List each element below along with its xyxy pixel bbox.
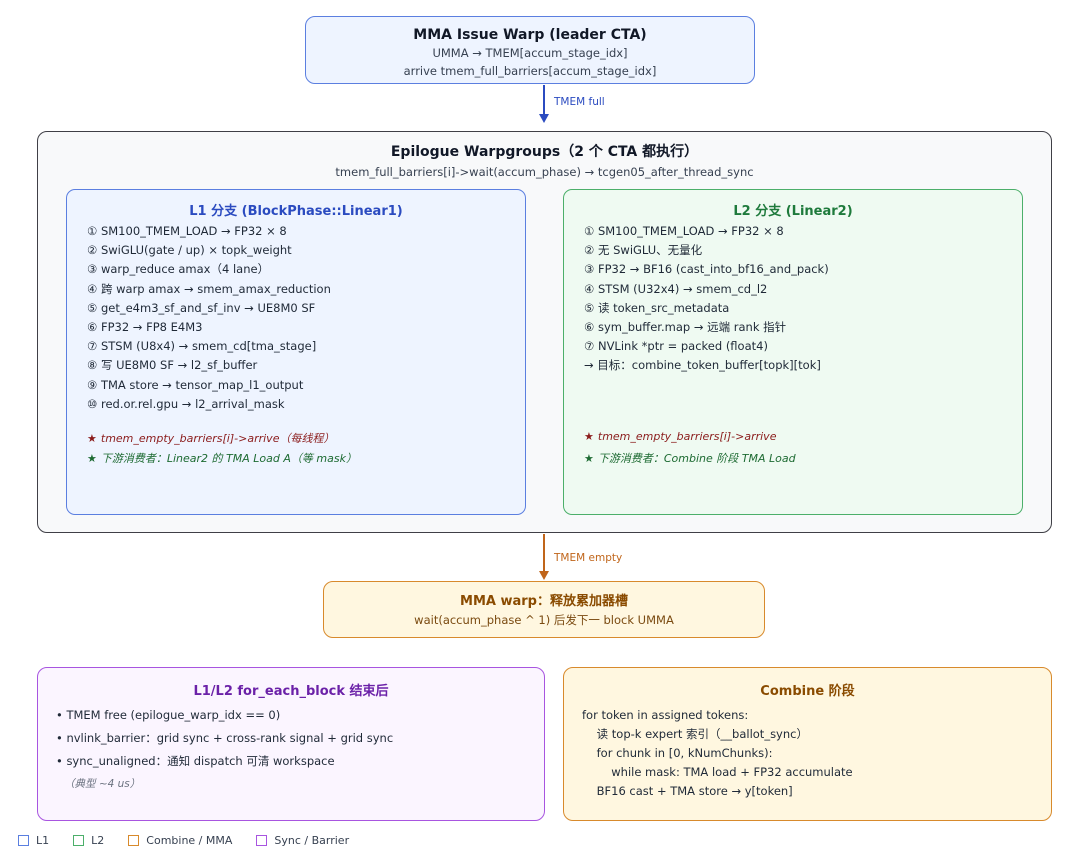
legend-swatch: [73, 834, 85, 846]
after-block-node: L1/L2 for_each_block 结束后 • TMEM free (ep…: [37, 667, 545, 821]
star-icon: ★: [87, 432, 97, 445]
l2-step-list: ① SM100_TMEM_LOAD → FP32 × 8 ② 无 SwiGLU、…: [584, 222, 829, 376]
legend-item-l2: L2: [73, 834, 104, 847]
epilogue-warpgroups-container: Epilogue Warpgroups（2 个 CTA 都执行） tmem_fu…: [37, 131, 1052, 533]
l1-step: ⑥ FP32 → FP8 E4M3: [87, 319, 203, 334]
l1-branch-node: L1 分支 (BlockPhase::Linear1) ① SM100_TMEM…: [66, 189, 526, 515]
combine-line: while mask: TMA load + FP32 accumulate: [582, 765, 853, 779]
after-block-note: （典型 ~4 us）: [64, 778, 141, 790]
mma-warp-release-node: MMA warp：释放累加器槽 wait(accum_phase ^ 1) 后发…: [323, 581, 765, 638]
mma-issue-line-1: UMMA → TMEM[accum_stage_idx]: [432, 46, 628, 60]
l2-step: ④ STSM (U32x4) → smem_cd_l2: [584, 281, 768, 296]
arrow-tmem-empty-head: [539, 571, 549, 580]
l2-step: ③ FP32 → BF16 (cast_into_bf16_and_pack): [584, 262, 829, 277]
mma-release-subtitle: wait(accum_phase ^ 1) 后发下一 block UMMA: [414, 613, 674, 627]
legend-label: Sync / Barrier: [274, 833, 350, 847]
star-icon: ★: [584, 430, 594, 443]
l2-step: ① SM100_TMEM_LOAD → FP32 × 8: [584, 224, 784, 238]
mma-release-title: MMA warp：释放累加器槽: [460, 594, 628, 609]
l1-step: ⑨ TMA store → tensor_map_l1_output: [87, 377, 304, 392]
l2-branch-title: L2 分支 (Linear2): [733, 204, 853, 219]
l2-step: ⑦ NVLink *ptr = packed (float4): [584, 339, 768, 354]
after-block-list: • TMEM free (epilogue_warp_idx == 0) • n…: [56, 704, 393, 773]
l1-step: ⑩ red.or.rel.gpu → l2_arrival_mask: [87, 396, 285, 411]
after-block-item: • nvlink_barrier：grid sync + cross-rank …: [56, 731, 394, 745]
arrow-tmem-full-shaft: [543, 85, 545, 115]
l2-step: ⑤ 读 token_src_metadata: [584, 300, 730, 315]
legend-swatch: [128, 834, 140, 846]
l1-branch-title: L1 分支 (BlockPhase::Linear1): [189, 204, 403, 219]
after-block-item: • TMEM free (epilogue_warp_idx == 0): [56, 708, 281, 722]
arrow-tmem-empty-label: TMEM empty: [554, 552, 623, 564]
legend-swatch: [18, 834, 29, 846]
combine-line: for chunk in [0, kNumChunks):: [582, 746, 773, 760]
legend: L1 L2 Combine / MMA Sync / Barrier: [18, 833, 373, 847]
l1-step: ⑦ STSM (U8x4) → smem_cd[tma_stage]: [87, 339, 317, 354]
l1-step: ⑤ get_e4m3_sf_and_sf_inv → UE8M0 SF: [87, 300, 316, 315]
combine-line: BF16 cast + TMA store → y[token]: [582, 784, 793, 798]
after-block-title: L1/L2 for_each_block 结束后: [193, 684, 389, 699]
epilogue-subtitle: tmem_full_barriers[i]->wait(accum_phase)…: [335, 165, 754, 179]
mma-issue-line-2: arrive tmem_full_barriers[accum_stage_id…: [403, 64, 657, 78]
l1-step: ④ 跨 warp amax → smem_amax_reduction: [87, 281, 331, 296]
l2-empty-barrier-text: tmem_empty_barriers[i]->arrive: [597, 430, 777, 443]
l1-step: ② SwiGLU(gate / up) × topk_weight: [87, 243, 292, 258]
legend-label: L2: [91, 833, 105, 847]
l2-empty-barrier-note: ★tmem_empty_barriers[i]->arrive: [584, 430, 776, 443]
legend-label: L1: [36, 833, 50, 847]
combine-line: for token in assigned tokens:: [582, 708, 749, 722]
combine-code: for token in assigned tokens: 读 top-k ex…: [582, 706, 853, 801]
legend-swatch: [256, 834, 268, 846]
arrow-tmem-full-label: TMEM full: [554, 96, 605, 108]
l2-step: ② 无 SwiGLU、无量化: [584, 243, 703, 258]
l1-consumer-note: ★下游消费者：Linear2 的 TMA Load A（等 mask）: [87, 450, 357, 466]
l2-consumer-note: ★下游消费者：Combine 阶段 TMA Load: [584, 450, 796, 466]
combine-title: Combine 阶段: [760, 684, 855, 699]
l2-step: → 目标：combine_token_buffer[topk][tok]: [584, 358, 821, 373]
legend-label: Combine / MMA: [146, 833, 233, 847]
l2-branch-node: L2 分支 (Linear2) ① SM100_TMEM_LOAD → FP32…: [563, 189, 1023, 515]
l1-step-list: ① SM100_TMEM_LOAD → FP32 × 8 ② SwiGLU(ga…: [87, 222, 331, 414]
after-block-item: • sync_unaligned：通知 dispatch 可清 workspac…: [56, 754, 335, 768]
l1-step: ③ warp_reduce amax（4 lane）: [87, 262, 270, 277]
legend-item-l1: L1: [18, 834, 49, 847]
combine-stage-node: Combine 阶段 for token in assigned tokens:…: [563, 667, 1052, 821]
arrow-tmem-empty-shaft: [543, 534, 545, 572]
l1-step: ⑧ 写 UE8M0 SF → l2_sf_buffer: [87, 358, 258, 373]
star-icon: ★: [87, 452, 97, 465]
mma-issue-title: MMA Issue Warp (leader CTA): [413, 27, 647, 43]
l1-empty-barrier-text: tmem_empty_barriers[i]->arrive（每线程）: [100, 432, 335, 445]
l2-consumer-text: 下游消费者：Combine 阶段 TMA Load: [597, 452, 796, 465]
l1-empty-barrier-note: ★tmem_empty_barriers[i]->arrive（每线程）: [87, 430, 334, 446]
l2-step: ⑥ sym_buffer.map → 远端 rank 指针: [584, 319, 787, 334]
arrow-tmem-full-head: [539, 114, 549, 123]
star-icon: ★: [584, 452, 594, 465]
l1-step: ① SM100_TMEM_LOAD → FP32 × 8: [87, 224, 287, 238]
legend-item-sync-barrier: Sync / Barrier: [256, 834, 349, 847]
mma-issue-warp-node: MMA Issue Warp (leader CTA) UMMA → TMEM[…: [305, 16, 755, 84]
epilogue-title: Epilogue Warpgroups（2 个 CTA 都执行）: [390, 144, 699, 160]
legend-item-combine-mma: Combine / MMA: [128, 834, 232, 847]
combine-line: 读 top-k expert 索引（__ballot_sync）: [582, 727, 808, 741]
l1-consumer-text: 下游消费者：Linear2 的 TMA Load A（等 mask）: [100, 452, 357, 465]
